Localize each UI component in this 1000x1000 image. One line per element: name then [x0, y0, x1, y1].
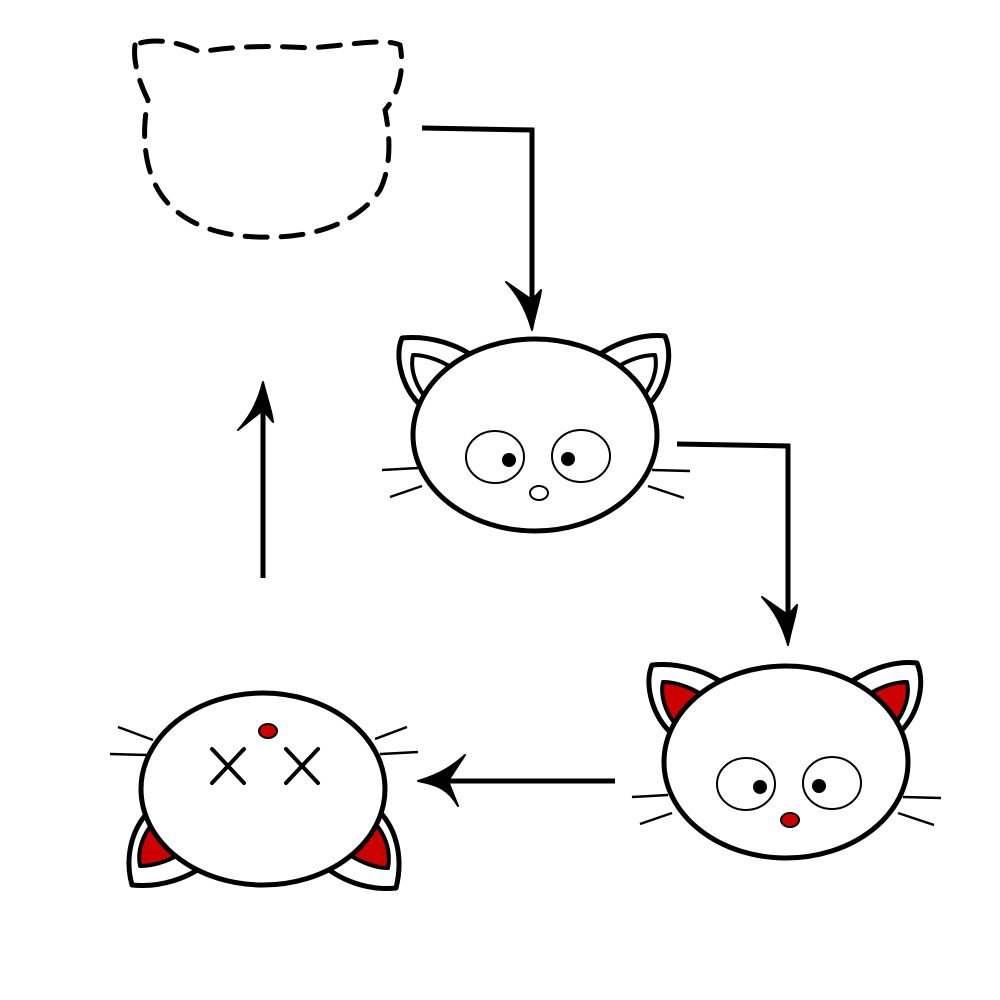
dead-cat-icon	[109, 690, 419, 891]
ghost-cat-outline-icon	[132, 38, 405, 240]
arrow-icon	[237, 381, 274, 578]
arrow-icon	[676, 441, 798, 646]
arrow-icon	[421, 125, 542, 331]
cat-face-icon	[381, 333, 691, 534]
arrow-icon	[417, 754, 615, 807]
red-ear-cat-icon	[631, 660, 942, 861]
x-eye-right-icon	[284, 747, 320, 785]
x-eye-left-icon	[210, 747, 246, 785]
